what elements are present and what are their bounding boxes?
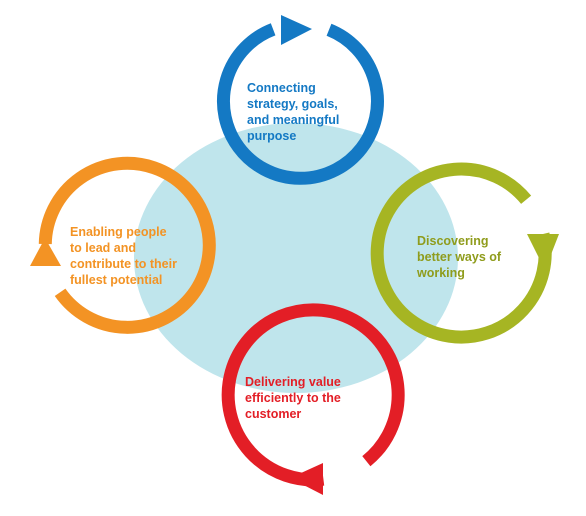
- discovering-label: Discovering better ways of working: [417, 233, 501, 281]
- enabling-label-line: Enabling people: [70, 225, 167, 239]
- connecting-label-line: strategy, goals,: [247, 97, 338, 111]
- delivering-label: Delivering value efficiently to the cust…: [245, 374, 341, 422]
- connecting-ring: [216, 15, 384, 185]
- discovering-label-line: better ways of: [417, 250, 502, 264]
- discovering-ring-arc: [370, 162, 552, 344]
- connecting-label-line: purpose: [247, 129, 297, 143]
- delivering-arrow-icon: [290, 463, 323, 495]
- connecting-label: Connecting strategy, goals, and meaningf…: [247, 80, 339, 144]
- delivering-label-line: customer: [245, 407, 302, 421]
- connecting-arrow-icon: [281, 15, 312, 45]
- enabling-label-line: fullest potential: [70, 273, 163, 287]
- discovering-label-line: Discovering: [417, 234, 489, 248]
- connecting-label-line: Connecting: [247, 81, 316, 95]
- background-disc: [134, 123, 458, 393]
- enabling-label-line: contribute to their: [70, 257, 177, 271]
- delivering-label-line: Delivering value: [245, 375, 341, 389]
- discovering-ring: [370, 162, 559, 344]
- connecting-label-line: and meaningful: [247, 113, 340, 127]
- discovering-arrow-icon: [527, 234, 559, 270]
- connecting-ring-arc: [216, 23, 384, 185]
- enabling-label-line: to lead and: [70, 241, 136, 255]
- enabling-arrow-icon: [30, 238, 61, 266]
- delivering-ring-arc: [221, 303, 405, 487]
- delivering-label-line: efficiently to the: [245, 391, 341, 405]
- discovering-label-line: working: [417, 266, 465, 280]
- enabling-ring-arc: [38, 156, 216, 334]
- enabling-ring: [30, 156, 216, 334]
- enabling-label: Enabling people to lead and contribute t…: [70, 224, 177, 288]
- delivering-ring: [221, 303, 405, 495]
